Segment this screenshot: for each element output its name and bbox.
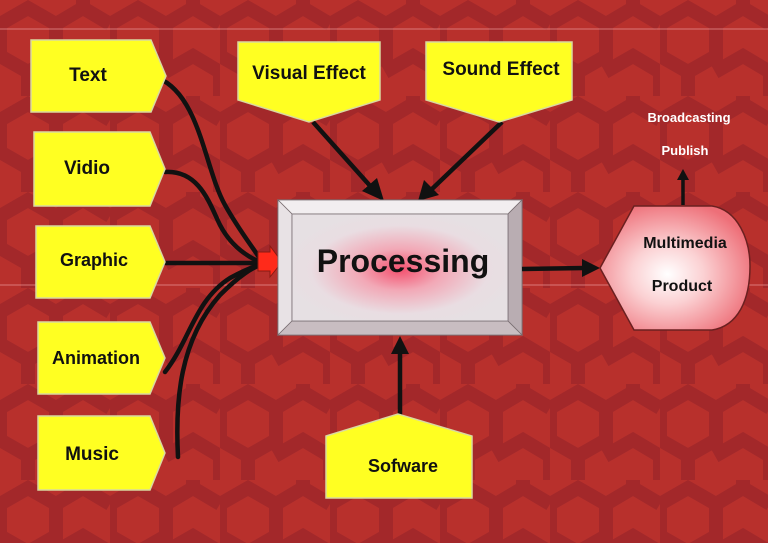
- input-music-label: Music: [65, 444, 119, 465]
- connector-video: [162, 169, 265, 266]
- input-graphic-label: Graphic: [60, 250, 128, 270]
- connector-music: [175, 261, 265, 460]
- input-arrow-head: [257, 244, 283, 279]
- software-box: Sofware: [325, 413, 473, 499]
- input-video-box: Vidio: [33, 131, 166, 207]
- input-music-box: Music: [37, 415, 166, 491]
- input-text-box: Text: [30, 39, 167, 113]
- sound-effect-arrow-head: [418, 180, 439, 201]
- sound-effect-arrow-line: [430, 120, 504, 191]
- product-label-line2: Product: [652, 278, 713, 295]
- input-animation-label: Animation: [52, 348, 140, 368]
- output-label-line2: Publish: [662, 143, 709, 158]
- input-text-label: Text: [69, 65, 107, 86]
- product-label-line1: Multimedia: [643, 235, 727, 252]
- input-animation-box: Animation: [37, 321, 166, 395]
- effect-arrows: [311, 120, 504, 201]
- multimedia-product-shape: Multimedia Product: [599, 205, 751, 331]
- processing-label: Processing: [317, 243, 490, 279]
- output-label-line1: Broadcasting: [647, 110, 730, 125]
- broadcast-arrow: [677, 169, 689, 205]
- visual-effect-label: Visual Effect: [252, 63, 366, 84]
- input-graphic-box: Graphic: [35, 225, 166, 299]
- input-video-label: Vidio: [64, 158, 110, 179]
- sound-effect-label: Sound Effect: [442, 59, 560, 80]
- visual-effect-arrow-head: [362, 178, 384, 201]
- visual-effect-box: Visual Effect: [237, 41, 381, 123]
- product-arrow: [521, 259, 600, 277]
- visual-effect-arrow-line: [311, 120, 374, 190]
- processing-box: Processing: [277, 199, 523, 336]
- input-connectors: [155, 75, 265, 460]
- connector-text: [155, 75, 265, 265]
- sound-effect-box: Sound Effect: [425, 41, 573, 123]
- software-label: Sofware: [368, 456, 438, 476]
